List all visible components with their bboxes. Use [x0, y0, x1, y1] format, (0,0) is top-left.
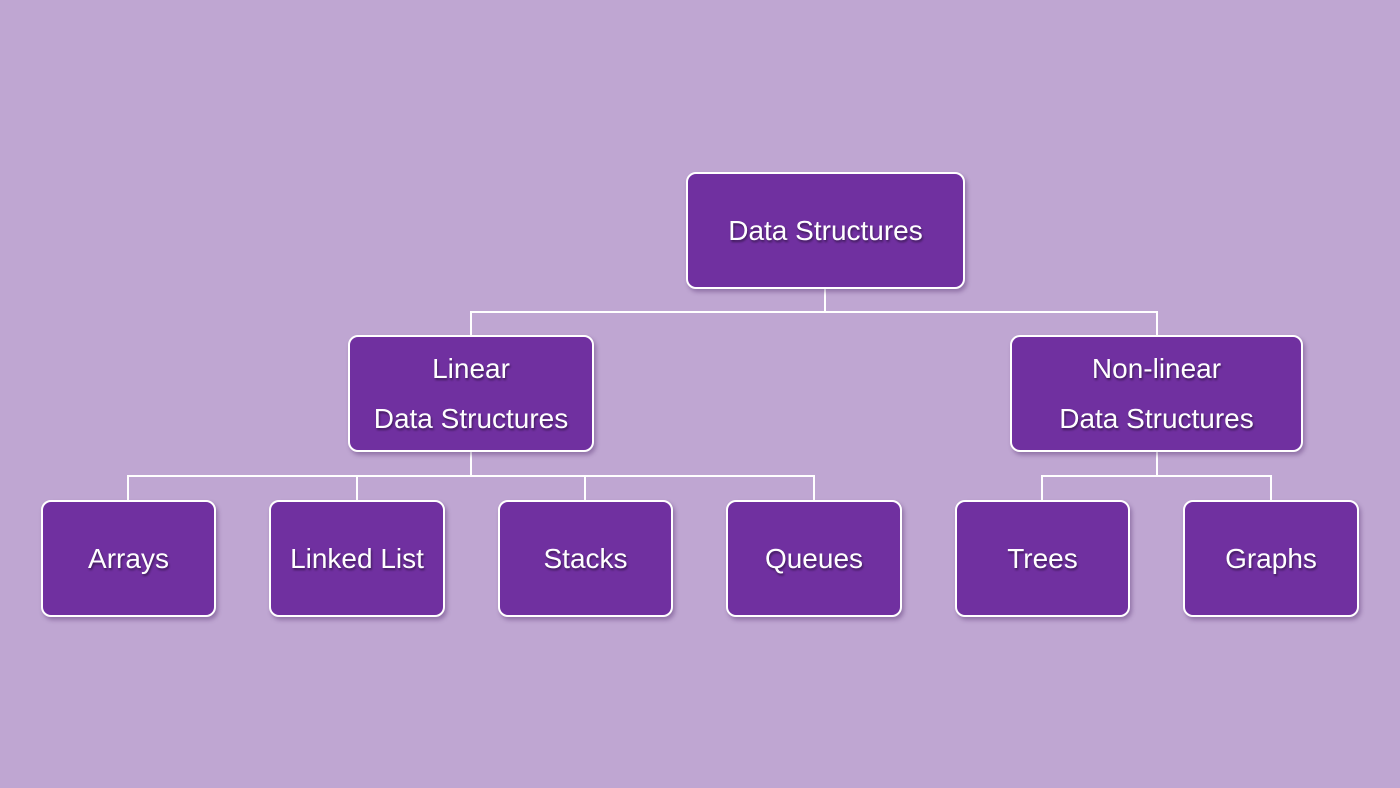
node-linked-list: Linked List: [269, 500, 445, 617]
node-label: Queues: [764, 542, 864, 574]
node-label-line-2: Data Structures: [373, 402, 569, 434]
node-linear-data-structures: Linear Data Structures: [348, 335, 594, 452]
node-label: Trees: [1007, 542, 1078, 574]
node-label: Arrays: [88, 542, 169, 574]
node-stacks: Stacks: [498, 500, 673, 617]
node-label: Graphs: [1225, 542, 1317, 574]
node-data-structures: Data Structures: [686, 172, 965, 289]
node-arrays: Arrays: [41, 500, 216, 617]
node-trees: Trees: [955, 500, 1130, 617]
node-non-linear-data-structures: Non-linear Data Structures: [1010, 335, 1303, 452]
node-graphs: Graphs: [1183, 500, 1359, 617]
node-label: Data Structures: [728, 214, 923, 246]
node-label: Stacks: [543, 542, 628, 574]
node-queues: Queues: [726, 500, 902, 617]
node-label-line-1: Linear: [432, 352, 510, 384]
node-label-line-1: Non-linear: [1091, 352, 1222, 384]
node-label: Linked List: [290, 542, 424, 574]
node-label-line-2: Data Structures: [1059, 402, 1254, 434]
